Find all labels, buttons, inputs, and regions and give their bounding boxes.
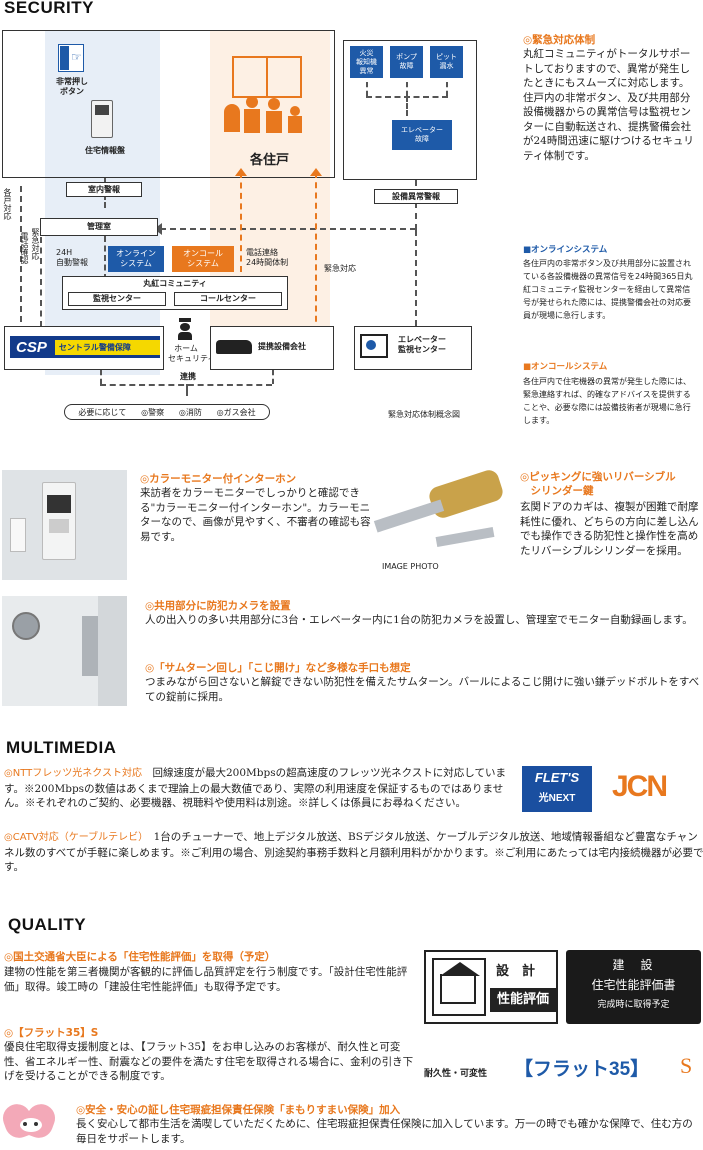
emergency-button-icon: ☞ — [71, 50, 82, 64]
online-system-box: オンライン システム — [108, 246, 164, 272]
insurance-title: ◎安全・安心の証し住宅瑕疵担保責任保険「まもりすまい保険」加入 — [76, 1104, 401, 1116]
camera-title: ◎共用部分に防犯カメラを設置 — [145, 600, 291, 612]
equipment-alarm-box: 設備異常警報 — [374, 189, 458, 204]
auto-alarm-label: 24H 自動警報 — [56, 248, 88, 267]
emergency-title: ◎緊急対応体制 — [523, 34, 596, 46]
monitor-person-icon — [360, 334, 388, 358]
section-heading-quality: QUALITY — [8, 915, 87, 934]
oncall-title: ■オンコールシステム — [523, 362, 608, 372]
perf-label: 性能評価 — [490, 988, 556, 1012]
reversible-key-image — [372, 467, 512, 562]
police-label: ◎警察 — [141, 407, 165, 417]
marubeni-label: 丸紅コミュニティ — [143, 279, 207, 288]
thumbturn-title: ◎「サムターン回し」「こじ開け」など多様な手口も想定 — [145, 662, 411, 674]
management-office-box: 管理室 — [40, 218, 158, 236]
fire-alarm-box: 火災 報知機 異常 — [350, 46, 383, 78]
car-icon — [216, 340, 252, 354]
ntt-paragraph: ◎NTTフレッツ光ネクスト対応 回線速度が最大200Mbpsの超高速度のフレッツ… — [4, 766, 509, 811]
elevator-fault-box: エレベーター 故障 — [392, 120, 452, 150]
door-lock-photo — [2, 596, 127, 706]
oncall-system-box: オンコール システム — [172, 246, 234, 272]
flat35-prefix: 耐久性・可変性 — [424, 1069, 488, 1079]
intercom-photo — [2, 470, 127, 580]
insurance-text: 長く安心して都市生活を満喫していただくために、住宅瑕疵担保責任保険に加入していま… — [76, 1118, 693, 1145]
each-unit-response-label: 各戸対応 — [3, 188, 12, 220]
flat35-title: ◎【フラット35】S — [4, 1027, 99, 1039]
partner-label: 提携設備会社 — [258, 342, 306, 351]
heart-mascot-icon — [0, 1100, 59, 1148]
family-illustration — [222, 54, 314, 134]
const-label3: 完成時に取得予定 — [597, 1000, 670, 1010]
indoor-alarm-box: 室内警報 — [66, 182, 142, 197]
call-center-box: コールセンター — [174, 292, 282, 306]
const-label1: 建 設 — [612, 958, 655, 972]
flat35-text: 優良住宅取得支援制度とは、【フラット35】をお申し込みのお客様が、耐久性と可変性… — [4, 1041, 414, 1082]
csp-logo: CSP — [16, 338, 47, 356]
monitor-center-box: 監視センター — [68, 292, 166, 306]
intercom-text: 来訪者をカラーモニターでしっかりと確認できる"カラーモニター付インターホン"。カ… — [140, 487, 371, 543]
fire-dept-label: ◎消防 — [178, 407, 202, 417]
emergency-response-left-label: 緊急対応 — [31, 228, 40, 260]
perf-title: ◎国土交通省大臣による「住宅性能評価」を取得（予定） — [4, 951, 276, 963]
security-diagram: ☞ 非常押し ボタン 住宅情報盤 各住戸 火災 報知機 異常 ポンプ 故障 ピッ… — [0, 22, 505, 430]
gas-company-label: ◎ガス会社 — [216, 407, 256, 417]
catv-text: 1台のチューナーで、地上デジタル放送、BSデジタル放送、ケーブルデジタル放送、地… — [4, 831, 703, 873]
design-evaluation-badge: 設 計 性能評価 — [424, 950, 558, 1024]
emergency-button-label: 非常押し ボタン — [56, 77, 88, 96]
oncall-text: 各住戸内で住宅機器の異常が発生した際には、緊急連絡すれば、的確なアドバイスを提供… — [523, 377, 691, 425]
pit-box: ピット 漏水 — [430, 46, 463, 78]
home-security-label: ホーム セキュリティ — [168, 344, 216, 363]
housing-panel-icon — [91, 100, 113, 138]
phone-confirm-label: 電話確認 — [20, 232, 29, 264]
if-needed-label: 必要に応じて — [78, 407, 127, 417]
perf-text: 建物の性能を第三者機関が客観的に評価し品質評定を行う制度です。「設計住宅性能評価… — [4, 966, 408, 993]
diagram-caption: 緊急対応体制概念図 — [388, 410, 460, 419]
section-heading-security: SECURITY — [4, 0, 94, 17]
camera-text: 人の出入りの多い共用部分に3台・エレベーター内に1台の防犯カメラを設置し、管理室… — [145, 614, 693, 626]
design-label: 設 計 — [496, 964, 536, 979]
ntt-text: 回線速度が最大200Mbpsの超高速度のフレッツ光ネクストに対応しています。※2… — [4, 767, 506, 809]
housing-panel-label: 住宅情報盤 — [85, 146, 125, 155]
section-heading-multimedia: MULTIMEDIA — [6, 738, 117, 757]
key-title: ◎ピッキングに強いリバーシブル シリンダー鍵 — [520, 471, 676, 497]
pump-box: ポンプ 故障 — [390, 46, 423, 78]
flets-logo: FLET'S 光NEXT — [522, 766, 592, 812]
ntt-title: ◎NTTフレッツ光ネクスト対応 — [4, 768, 142, 779]
flat35-logo: 【フラット35】 — [514, 1059, 650, 1080]
jcn-logo: JCN — [612, 770, 668, 803]
catv-paragraph: ◎CATV対応（ケーブルテレビ） 1台のチューナーで、地上デジタル放送、BSデジ… — [4, 830, 703, 875]
thumbturn-text: つまみながら回さないと解錠できない防犯性を備えたサムターン。バールによるこじ開け… — [145, 676, 700, 703]
image-photo-caption: IMAGE PHOTO — [382, 562, 439, 571]
flat35-s: S — [680, 1053, 693, 1078]
online-text: 各住戸内の非常ボタン及び共用部分に設置されている各設備機器の異常信号を24時間3… — [523, 259, 693, 320]
cooperation-label: 連携 — [180, 372, 196, 381]
const-label2: 住宅性能評価書 — [591, 978, 676, 992]
phone-contact-label: 電話連絡 24時間体制 — [246, 248, 289, 267]
construction-evaluation-badge: 建 設 住宅性能評価書 完成時に取得予定 — [566, 950, 701, 1024]
emergency-response-right-label: 緊急対応 — [324, 264, 356, 273]
each-unit-label: 各住戸 — [250, 153, 290, 168]
guard-icon — [178, 318, 192, 340]
online-title: ■オンラインシステム — [523, 245, 608, 255]
intercom-title: ◎カラーモニター付インターホン — [140, 473, 297, 485]
catv-title: ◎CATV対応（ケーブルテレビ） — [4, 832, 144, 843]
key-text: 玄関ドアのカギは、複製が困難で耐摩耗性に優れ、どちらの方向に差し込んでも操作でき… — [520, 501, 699, 557]
elevator-center-label: エレベーター 監視センター — [398, 335, 446, 354]
csp-name: セントラル警備保障 — [54, 339, 160, 355]
emergency-text: 丸紅コミュニティがトータルサポートしておりますので、異常が発生したときにもスムー… — [523, 48, 694, 162]
